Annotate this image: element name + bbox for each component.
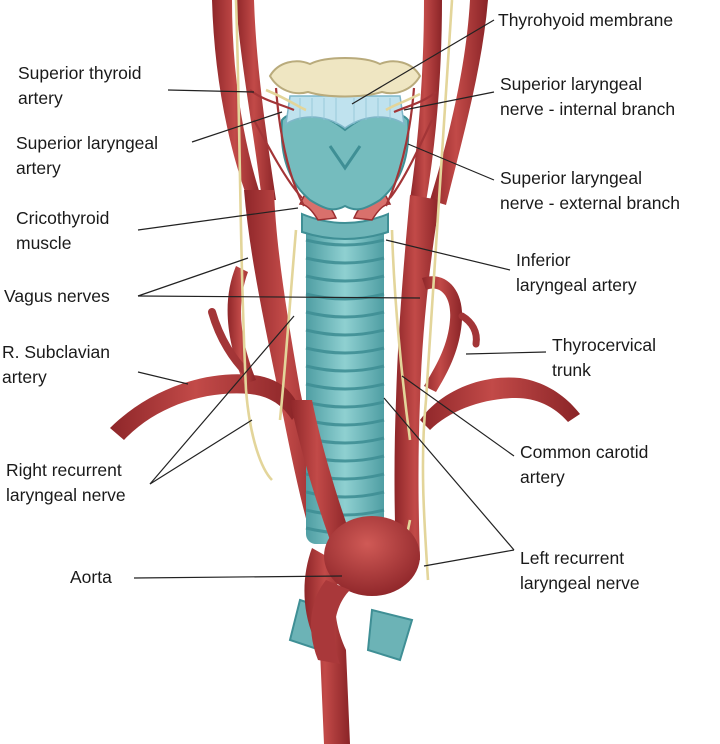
label-line: Superior laryngeal	[500, 168, 643, 188]
leader-sup-lar-internal	[403, 91, 495, 111]
label-left-recurrent-laryngeal-nerve: Left recurrent laryngeal nerve	[520, 546, 640, 596]
leader-sup-lar-external	[407, 143, 495, 181]
leader-inferior-laryngeal-artery	[385, 239, 511, 271]
leader-sup-lar-artery	[191, 111, 283, 143]
left-internal-carotid	[212, 0, 276, 200]
leader-thyrocervical	[465, 351, 547, 355]
leader-cricothyroid	[137, 207, 299, 231]
left-common-carotid-shape	[394, 195, 440, 560]
label-line: Superior laryngeal	[16, 133, 159, 153]
label-common-carotid-artery: Common carotid artery	[520, 440, 648, 490]
label-right-recurrent-laryngeal-nerve: Right recurrent laryngeal nerve	[6, 458, 126, 508]
label-line: laryngeal artery	[516, 275, 637, 295]
left-thyrocervical-branch	[458, 312, 480, 348]
label-line: nerve - external branch	[500, 193, 680, 213]
label-thyrocervical-trunk: Thyrocervical trunk	[552, 333, 656, 383]
leader-vagus-left	[137, 295, 421, 299]
cricoid-cartilage	[301, 212, 389, 240]
label-superior-laryngeal-external: Superior laryngeal nerve - external bran…	[500, 166, 680, 216]
label-cricothyroid-muscle: Cricothyroid muscle	[16, 206, 109, 256]
thyrohyoid-membrane-shape	[285, 95, 405, 129]
label-superior-laryngeal-internal: Superior laryngeal nerve - internal bran…	[500, 72, 675, 122]
label-line: Left recurrent	[520, 548, 625, 568]
label-line: Inferior	[516, 250, 571, 270]
label-line: R. Subclavian	[2, 342, 110, 362]
label-line: Vagus nerves	[4, 286, 110, 306]
label-vagus-nerves: Vagus nerves	[4, 284, 110, 309]
right-subclavian-shape	[110, 374, 300, 440]
label-line: Thyrocervical	[552, 335, 657, 355]
leader-superior-thyroid-artery	[167, 89, 255, 93]
leader-aorta	[133, 575, 343, 579]
leader-right-recurrent-a	[149, 315, 295, 485]
leader-right-recurrent-b	[149, 419, 253, 485]
label-superior-thyroid-artery: Superior thyroid artery	[18, 61, 142, 111]
label-line: artery	[18, 88, 63, 108]
label-line: Superior thyroid	[18, 63, 142, 83]
left-thyrocervical-shape	[422, 276, 463, 392]
aorta-shape	[304, 516, 420, 744]
label-inferior-laryngeal-artery: Inferior laryngeal artery	[516, 248, 637, 298]
label-line: Cricothyroid	[16, 208, 110, 228]
thyroid-cartilage	[280, 111, 410, 211]
label-aorta: Aorta	[70, 565, 112, 590]
label-line: artery	[2, 367, 47, 387]
label-line: trunk	[552, 360, 591, 380]
right-thyrocervical-branch	[208, 308, 250, 376]
label-thyrohyoid-membrane: Thyrohyoid membrane	[498, 8, 673, 33]
label-line: nerve - internal branch	[500, 99, 676, 119]
leader-vagus-right	[137, 257, 249, 297]
label-line: muscle	[16, 233, 72, 253]
label-line: Thyrohyoid membrane	[498, 10, 674, 30]
thyroid-notch	[328, 145, 362, 171]
label-line: Superior laryngeal	[500, 74, 643, 94]
label-superior-laryngeal-artery: Superior laryngeal artery	[16, 131, 158, 181]
leader-subclavian	[137, 371, 189, 385]
brachiocephalic-shape	[290, 400, 350, 540]
label-line: laryngeal nerve	[520, 573, 640, 593]
leader-left-recurrent-a	[383, 397, 515, 551]
hyoid-bone	[268, 57, 422, 98]
left-subclavian-shape	[420, 377, 580, 430]
label-line: Right recurrent	[6, 460, 122, 480]
label-line: Aorta	[70, 567, 112, 587]
label-r-subclavian-artery: R. Subclavian artery	[2, 340, 110, 390]
label-line: artery	[520, 467, 565, 487]
label-line: Common carotid	[520, 442, 649, 462]
leader-thyrohyoid	[351, 19, 495, 105]
label-line: laryngeal nerve	[6, 485, 126, 505]
leader-common-carotid	[401, 375, 515, 457]
label-line: artery	[16, 158, 61, 178]
leader-left-recurrent-b	[423, 549, 515, 567]
